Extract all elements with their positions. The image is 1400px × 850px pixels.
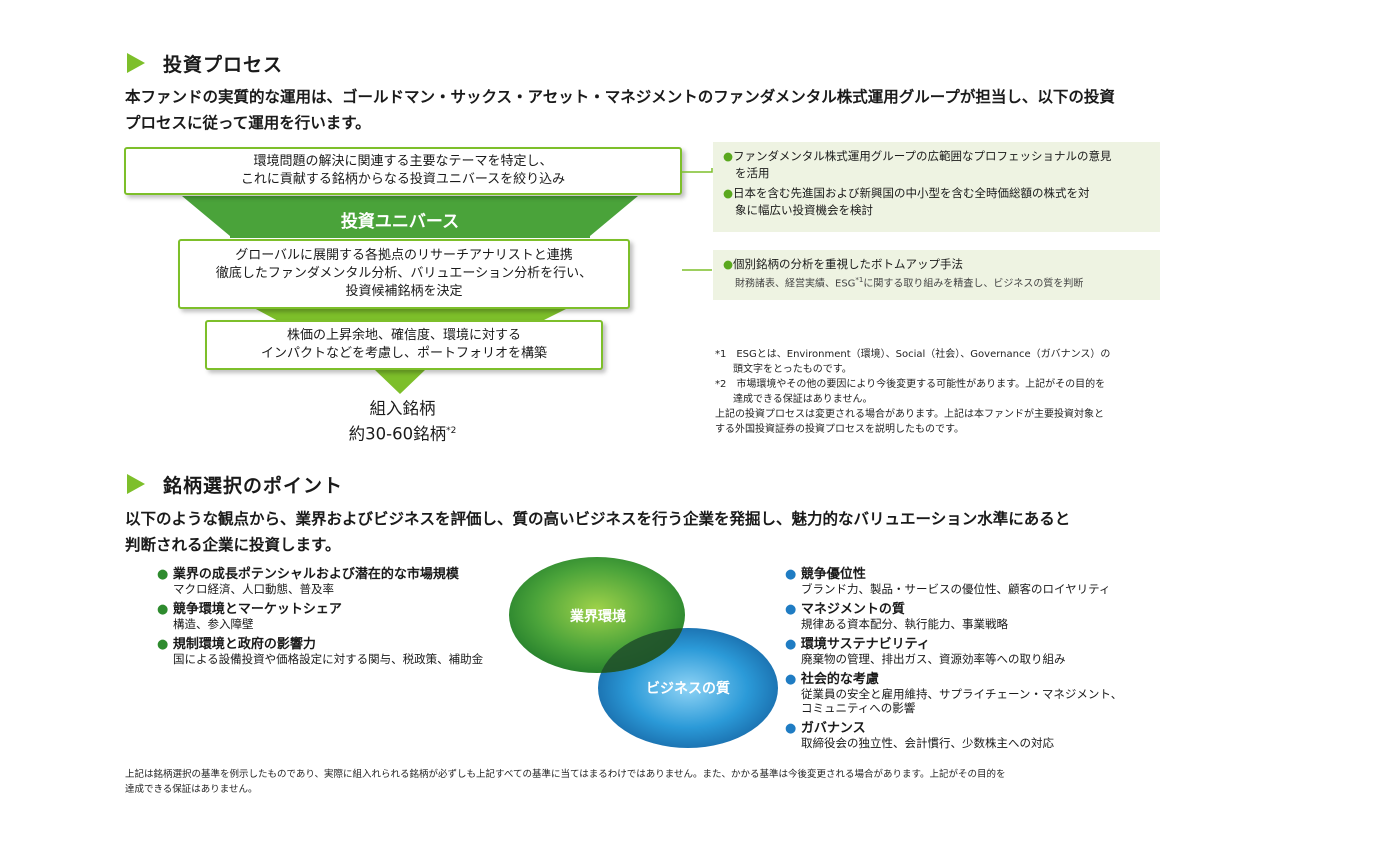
side-panel-2: ●個別銘柄の分析を重視したボトムアップ手法 財務諸表、経営実績、ESG*1に関す… <box>713 250 1160 300</box>
section-marker-icon <box>127 53 145 73</box>
list-item: ● 社会的な考慮 従業員の安全と雇用維持、サプライチェーン・マネジメント、 コミ… <box>785 672 1123 715</box>
bullet-icon: ● <box>723 257 734 271</box>
step3-line1: 株価の上昇余地、確信度、環境に対する <box>286 328 521 343</box>
bullet-icon: ● <box>785 721 801 736</box>
result-holdings: 組入銘柄 約30-60銘柄*2 <box>300 398 505 446</box>
note1-line1: *1 ESGとは、Environment（環境）、Social（社会）、Gove… <box>715 349 1111 360</box>
list-item: ● 業界の成長ポテンシャルおよび潜在的な市場規模 マクロ経済、人口動態、普及率 <box>157 567 459 596</box>
universe-label: 投資ユニバース <box>340 212 460 232</box>
section2-lead-line2: 判断される企業に投資します。 <box>125 536 341 554</box>
bullet-icon: ● <box>723 149 734 163</box>
section-marker-icon <box>127 474 145 494</box>
note3-line2: する外国投資証券の投資プロセスを説明したものです。 <box>715 424 964 435</box>
funnel-bottom-arrow <box>375 370 425 394</box>
bullet-icon: ● <box>785 567 801 582</box>
bullet-icon: ● <box>723 186 734 200</box>
footer-disclaimer: 上記は銘柄選択の基準を例示したものであり、実際に組入れられる銘柄が必ずしも上記す… <box>125 767 1185 797</box>
bullet-icon: ● <box>785 672 801 687</box>
bullet-icon: ● <box>785 602 801 617</box>
side2-item1: ●個別銘柄の分析を重視したボトムアップ手法 <box>723 257 964 271</box>
process-step2-box: グローバルに展開する各拠点のリサーチアナリストと連携 徹底したファンダメンタル分… <box>178 239 630 309</box>
funnel-top <box>182 196 638 236</box>
bullet-icon: ● <box>785 637 801 652</box>
step1-line2: これに貢献する銘柄からなる投資ユニバースを絞り込み <box>240 172 566 187</box>
side2-sub: 財務諸表、経営実績、ESG*1に関する取り組みを精査し、ビジネスの質を判断 <box>735 276 1084 290</box>
section2-lead-line1: 以下のような観点から、業界およびビジネスを評価し、質の高いビジネスを行う企業を発… <box>125 510 1071 528</box>
note1-line2: 頭文字をとったものです。 <box>733 364 852 375</box>
venn-overlap <box>598 628 685 673</box>
side1-item1-cont: を活用 <box>735 166 770 180</box>
venn-label-business: ビジネスの質 <box>646 681 730 697</box>
list-item: ● 競争環境とマーケットシェア 構造、参入障壁 <box>157 602 342 631</box>
industry-criteria-list: ● 業界の成長ポテンシャルおよび潜在的な市場規模 マクロ経済、人口動態、普及率 … <box>157 567 517 666</box>
step1-line1: 環境問題の解決に関連する主要なテーマを特定し、 <box>253 154 553 169</box>
process-step3-box: 株価の上昇余地、確信度、環境に対する インパクトなどを考慮し、ポートフォリオを構… <box>205 320 603 370</box>
side1-item2-cont: 象に幅広い投資機会を検討 <box>735 203 873 217</box>
section1-lead-line2: プロセスに従って運用を行います。 <box>125 114 371 132</box>
note3-line1: 上記の投資プロセスは変更される場合があります。上記は本ファンドが主要投資対象と <box>715 409 1104 420</box>
venn-label-industry: 業界環境 <box>570 609 626 625</box>
section1-lead-line1: 本ファンドの実質的な運用は、ゴールドマン・サックス・アセット・マネジメントのファ… <box>125 88 1115 106</box>
section1-title: 投資プロセス <box>163 54 284 76</box>
section2-lead: 以下のような観点から、業界およびビジネスを評価し、質の高いビジネスを行う企業を発… <box>125 506 1185 558</box>
bullet-icon: ● <box>157 637 173 652</box>
connector-lines <box>682 168 713 271</box>
step2-line3: 投資候補銘柄を決定 <box>345 284 463 299</box>
business-criteria-list: ● 競争優位性 ブランド力、製品・サービスの優位性、顧客のロイヤリティ ● マネ… <box>785 567 1185 750</box>
result-line2: 約30-60銘柄*2 <box>300 420 505 446</box>
side-panel-1: ●ファンダメンタル株式運用グループの広範囲なプロフェッショナルの意見 を活用 ●… <box>713 142 1160 232</box>
process-step1-box: 環境問題の解決に関連する主要なテーマを特定し、 これに貢献する銘柄からなる投資ユ… <box>124 147 682 195</box>
step2-line2: 徹底したファンダメンタル分析、バリュエーション分析を行い、 <box>215 266 593 281</box>
list-item: ● ガバナンス 取締役会の独立性、会計慣行、少数株主への対応 <box>785 721 1054 750</box>
note2-line2: 達成できる保証はありません。 <box>733 394 873 405</box>
list-item: ● 規制環境と政府の影響力 国による設備投資や価格設定に対する関与、税政策、補助… <box>157 637 484 666</box>
result-footnote-ref: *2 <box>446 426 457 436</box>
funnel-graphic <box>182 196 638 394</box>
section1-lead: 本ファンドの実質的な運用は、ゴールドマン・サックス・アセット・マネジメントのファ… <box>125 84 1175 136</box>
bullet-icon: ● <box>157 567 173 582</box>
list-item: ● 競争優位性 ブランド力、製品・サービスの優位性、顧客のロイヤリティ <box>785 567 1111 596</box>
note2-line1: *2 市場環境やその他の要因により今後変更する可能性があります。上記がその目的を <box>715 379 1106 390</box>
step2-line1: グローバルに展開する各拠点のリサーチアナリストと連携 <box>235 248 573 263</box>
process-notes: *1 ESGとは、Environment（環境）、Social（社会）、Gove… <box>715 347 1165 437</box>
footer-line2: 達成できる保証はありません。 <box>125 784 258 795</box>
funnel-middle <box>254 308 568 322</box>
side1-item1: ●ファンダメンタル株式運用グループの広範囲なプロフェッショナルの意見 <box>723 149 1112 163</box>
result-line1: 組入銘柄 <box>369 399 436 418</box>
section2-title: 銘柄選択のポイント <box>163 475 344 497</box>
list-item: ● マネジメントの質 規律ある資本配分、執行能力、事業戦略 <box>785 602 1008 631</box>
step3-line2: インパクトなどを考慮し、ポートフォリオを構築 <box>260 346 547 361</box>
footer-line1: 上記は銘柄選択の基準を例示したものであり、実際に組入れられる銘柄が必ずしも上記す… <box>125 769 1006 780</box>
list-item: ● 環境サステナビリティ 廃棄物の管理、排出ガス、資源効率等への取り組み <box>785 637 1066 666</box>
venn-diagram <box>509 557 778 748</box>
bullet-icon: ● <box>157 602 173 617</box>
side1-item2: ●日本を含む先進国および新興国の中小型を含む全時価総額の株式を対 <box>723 186 1090 200</box>
result-count: 約30-60銘柄 <box>348 424 447 444</box>
